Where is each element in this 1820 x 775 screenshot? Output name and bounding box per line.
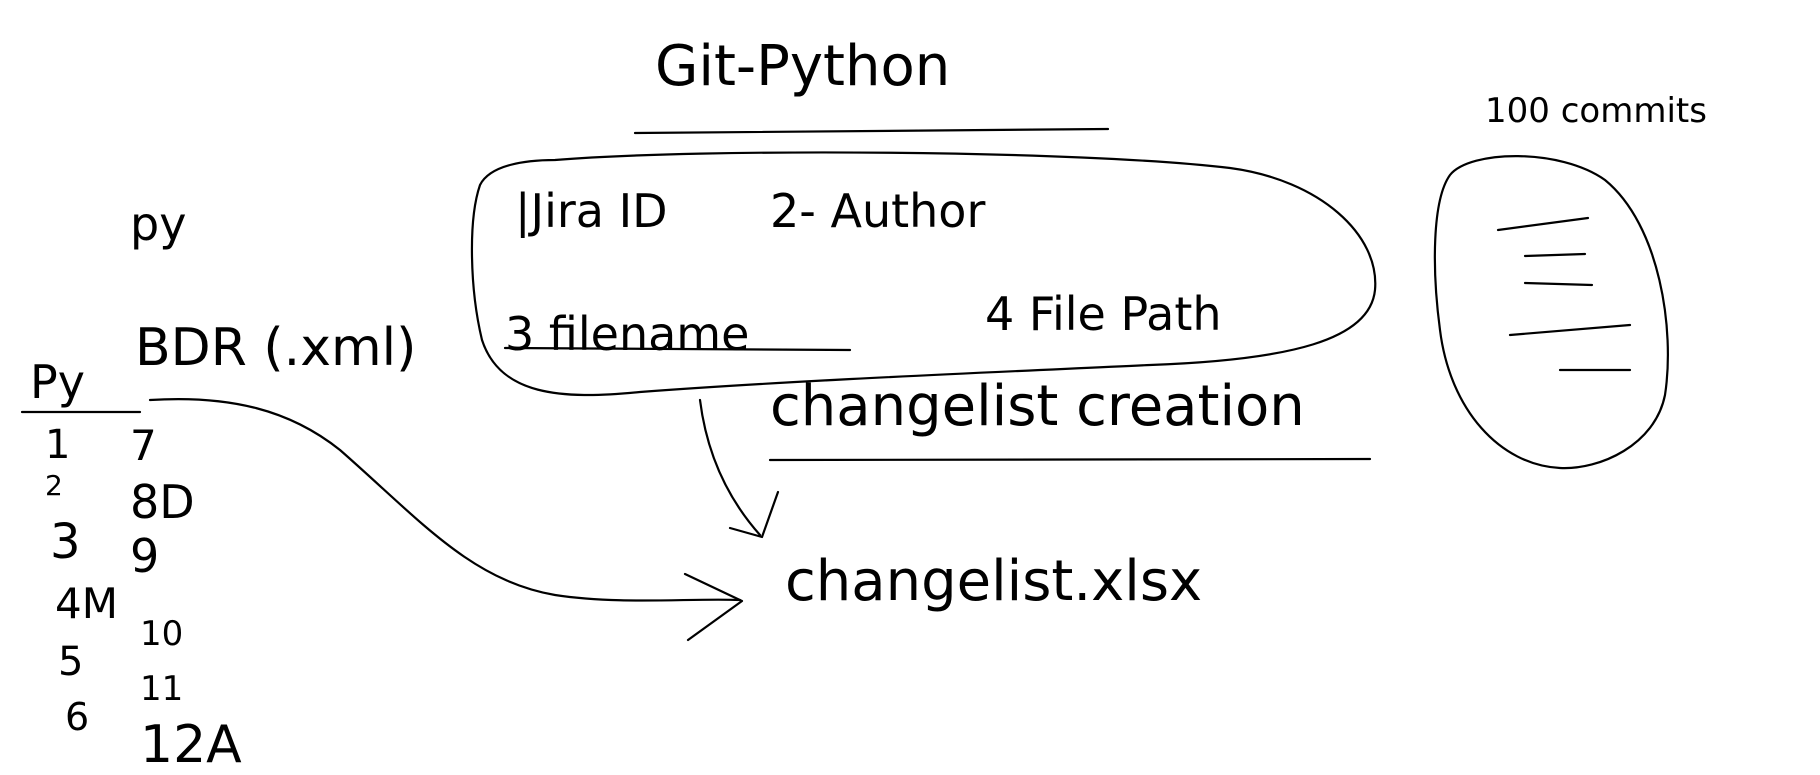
list-number: 7 bbox=[130, 421, 157, 470]
changelist-creation-label: changelist creation bbox=[770, 374, 1305, 439]
title-underline bbox=[633, 127, 1110, 135]
py-label-small: py bbox=[130, 197, 186, 251]
arrowhead bbox=[683, 572, 744, 642]
field-author: 2- Author bbox=[770, 184, 985, 238]
commits-label: 100 commits bbox=[1485, 91, 1707, 131]
bdr-label: BDR (.xml) bbox=[135, 318, 416, 378]
arrowhead bbox=[728, 490, 780, 539]
commits-oval bbox=[1433, 155, 1669, 470]
filename-underline bbox=[503, 346, 852, 352]
field-filename: 3 filename bbox=[505, 307, 749, 361]
py-column-label: Py bbox=[30, 355, 85, 409]
arrow-to-output bbox=[698, 398, 762, 537]
changelist-creation-underline bbox=[768, 457, 1372, 462]
commit-line bbox=[1523, 281, 1594, 287]
list-number: 3 bbox=[50, 514, 81, 570]
field-file-path: 4 File Path bbox=[985, 287, 1222, 341]
commit-line bbox=[1523, 252, 1587, 258]
list-number: 12A bbox=[140, 715, 242, 775]
list-number: 2 bbox=[45, 469, 63, 502]
field-jira-id: |Jira ID bbox=[515, 184, 668, 239]
output-file-label: changelist.xlsx bbox=[785, 549, 1202, 614]
commit-line bbox=[1496, 216, 1590, 232]
commit-line bbox=[1508, 323, 1632, 337]
list-number: 10 bbox=[140, 614, 183, 654]
list-number: 8D bbox=[130, 475, 195, 529]
list-number: 9 bbox=[130, 529, 159, 583]
arrow-py-to-output bbox=[148, 397, 742, 602]
list-number: 4M bbox=[55, 579, 118, 628]
diagram-title: Git-Python bbox=[655, 34, 950, 99]
list-number: 6 bbox=[65, 695, 89, 739]
list-number: 5 bbox=[58, 639, 83, 685]
list-number: 1 bbox=[45, 422, 70, 468]
fields-oval bbox=[470, 151, 1377, 397]
list-number: 11 bbox=[140, 669, 183, 709]
